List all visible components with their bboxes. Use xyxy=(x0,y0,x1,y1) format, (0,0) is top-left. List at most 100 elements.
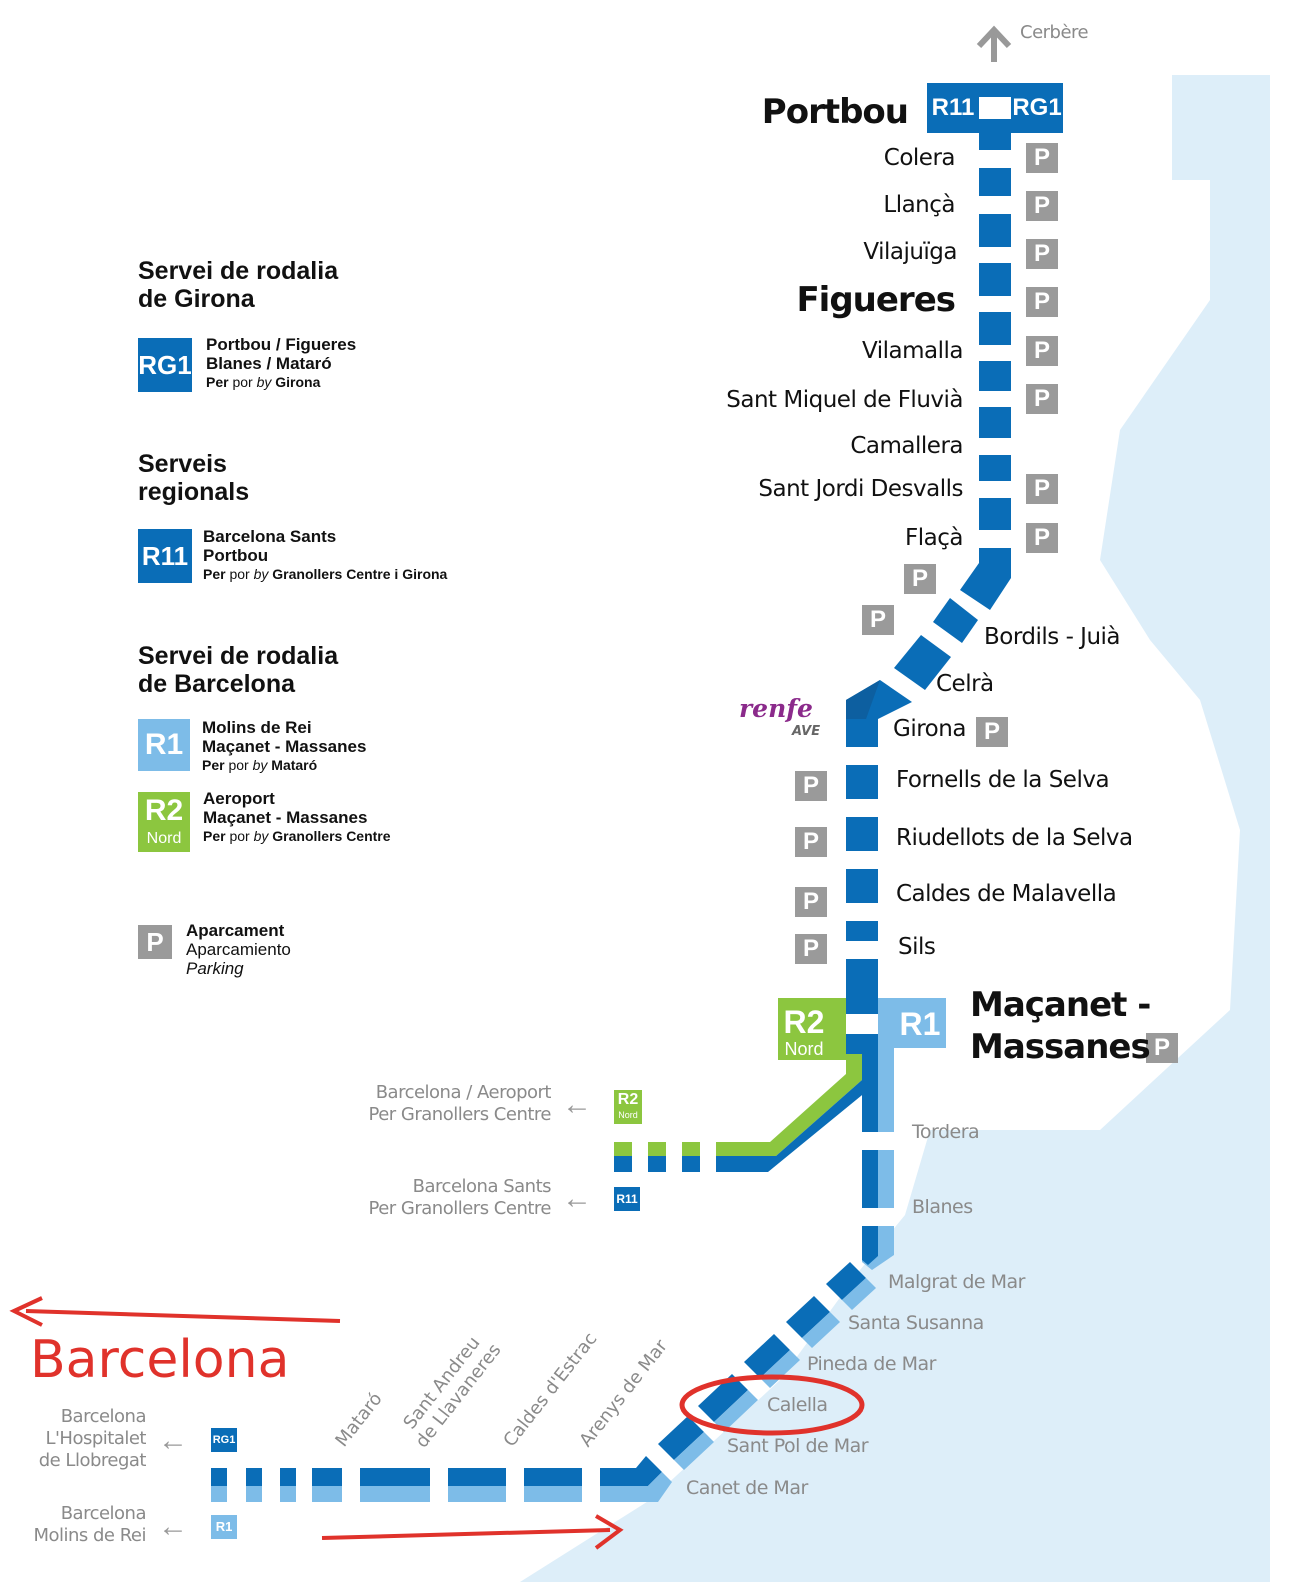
parking-icon: P xyxy=(1026,474,1058,504)
legend-r1-text: Molins de Rei Maçanet - Massanes Per por… xyxy=(202,718,366,775)
legend-rg1-line1: Portbou / Figueres xyxy=(206,335,357,354)
legend-r2-badge-sub: Nord xyxy=(146,830,182,847)
r11-blue-branch xyxy=(716,1054,878,1172)
portbou-r11-badge: R11 xyxy=(931,94,975,121)
legend-parking-text: Aparcament Aparcamiento Parking xyxy=(186,921,291,978)
legend-r11-via: Per por by Granollers Centre i Girona xyxy=(203,566,448,582)
parking-icon: P xyxy=(1146,1033,1178,1063)
parking-icon: P xyxy=(1026,523,1058,553)
branch-west-dashes xyxy=(614,1142,700,1172)
station-riudellots-de-la-selva[interactable]: Riudellots de la Selva xyxy=(896,825,1133,851)
station-sant-miquel-de-fluvia[interactable]: Sant Miquel de Fluvià xyxy=(726,387,963,413)
branch-aeroport-label: Barcelona / Aeroport Per Granollers Cent… xyxy=(368,1082,552,1125)
annotation-arrow-right xyxy=(321,1514,624,1550)
legend-parking-en: Parking xyxy=(186,959,244,978)
branch-hospitalet-label: Barcelona L'Hospitalet de Llobregat xyxy=(38,1406,147,1471)
station-celra[interactable]: Celrà xyxy=(936,671,994,697)
branch-aeroport-badge-label: R2 xyxy=(617,1091,639,1108)
arrow-left-icon: ← xyxy=(158,1510,188,1543)
station-blanes[interactable]: Blanes xyxy=(912,1196,973,1218)
legend-parking-ca: Aparcament xyxy=(186,921,285,940)
parking-icon: P xyxy=(862,605,894,635)
station-macanet-line1[interactable]: Maçanet - xyxy=(970,985,1151,1025)
sea-area xyxy=(520,75,1270,1582)
junction-r2-badge-sub: Nord xyxy=(784,1039,824,1059)
station-fornells-de-la-selva[interactable]: Fornells de la Selva xyxy=(896,767,1110,793)
station-figueres[interactable]: Figueres xyxy=(796,280,956,320)
parking-icon: P xyxy=(1026,239,1058,269)
junction-r1-badge-bg xyxy=(878,998,946,1048)
station-colera[interactable]: Colera xyxy=(883,145,956,171)
station-vilamalla[interactable]: Vilamalla xyxy=(862,338,963,364)
r2-green-branch xyxy=(716,1054,862,1156)
branch-sants-badge: R11 xyxy=(614,1187,640,1211)
station-sant-pol-de-mar[interactable]: Sant Pol de Mar xyxy=(727,1435,869,1457)
station-santa-susanna[interactable]: Santa Susanna xyxy=(848,1312,984,1334)
diagonal-line-girona xyxy=(846,560,1011,719)
station-calella[interactable]: Calella xyxy=(767,1394,828,1416)
renfe-logo: renfe xyxy=(739,694,813,723)
legend-parking-es: Aparcamiento xyxy=(186,940,291,959)
legend-r1-line2: Maçanet - Massanes xyxy=(202,737,367,756)
legend-r2-line2: Maçanet - Massanes xyxy=(203,808,368,827)
parking-icon: P xyxy=(1026,384,1058,414)
branch-molins-badge: R1 xyxy=(211,1515,237,1539)
station-caldes-de-malavella[interactable]: Caldes de Malavella xyxy=(896,881,1117,907)
legend-r2-via: Per por by Granollers Centre xyxy=(203,828,391,844)
station-llanca[interactable]: Llançà xyxy=(883,192,955,218)
station-portbou[interactable]: Portbou xyxy=(761,92,909,132)
parking-icon: P xyxy=(795,887,827,917)
station-flaca[interactable]: Flaçà xyxy=(905,525,963,551)
station-sant-jordi-desvalls[interactable]: Sant Jordi Desvalls xyxy=(758,476,963,502)
legend-r11-line1: Barcelona Sants xyxy=(203,527,337,546)
legend-r2-line1: Aeroport xyxy=(203,789,275,808)
portbou-r11-badge-bg xyxy=(927,83,979,133)
legend-r1-via: Per por by Mataró xyxy=(202,757,318,773)
legend-r2-badge: R2 Nord xyxy=(138,792,190,852)
station-macanet-line2[interactable]: Massanes xyxy=(970,1027,1151,1067)
parking-icon: P xyxy=(795,827,827,857)
legend-regional-title: Serveis regionals xyxy=(138,450,250,506)
portbou-rg1-badge: RG1 xyxy=(1012,94,1062,121)
calella-highlight-ellipse xyxy=(679,1374,865,1436)
legend-r2-badge-label: R2 xyxy=(144,794,184,827)
legend-barcelona-title: Servei de rodalia de Barcelona xyxy=(138,642,339,698)
junction-r2-badge-bg xyxy=(778,998,846,1060)
branch-aeroport-badge-sub: Nord xyxy=(618,1110,638,1120)
legend-r2-text: Aeroport Maçanet - Massanes Per por by G… xyxy=(203,789,391,846)
legend-parking-icon: P xyxy=(138,925,172,959)
junction-r2-badge: R2 xyxy=(783,1004,825,1040)
parking-icon: P xyxy=(1026,336,1058,366)
branch-molins-label: Barcelona Molins de Rei xyxy=(33,1503,146,1546)
station-bordils-juia[interactable]: Bordils - Juià xyxy=(984,624,1121,650)
station-vilajuiga[interactable]: Vilajuïga xyxy=(863,239,957,265)
parking-icon: P xyxy=(1026,143,1058,173)
station-canet-de-mar[interactable]: Canet de Mar xyxy=(686,1477,808,1499)
legend-r11-badge: R11 xyxy=(138,529,192,583)
parking-icon: P xyxy=(1026,287,1058,317)
station-sils[interactable]: Sils xyxy=(898,934,936,960)
arrow-left-icon: ← xyxy=(158,1424,188,1457)
parking-icon: P xyxy=(795,771,827,801)
branch-sants-label: Barcelona Sants Per Granollers Centre xyxy=(368,1176,552,1219)
station-tordera[interactable]: Tordera xyxy=(912,1121,980,1143)
parking-icon: P xyxy=(1026,191,1058,221)
destination-cerbere: Cerbère xyxy=(1020,22,1089,43)
station-pineda-de-mar[interactable]: Pineda de Mar xyxy=(807,1353,936,1375)
legend-girona-title: Servei de rodalia de Girona xyxy=(138,257,339,313)
station-camallera[interactable]: Camallera xyxy=(850,433,963,459)
station-girona[interactable]: Girona xyxy=(893,716,966,742)
station-malgrat-de-mar[interactable]: Malgrat de Mar xyxy=(888,1271,1025,1293)
legend-rg1-badge: RG1 xyxy=(138,338,192,392)
parking-icon: P xyxy=(904,564,936,594)
arrow-left-icon: ← xyxy=(562,1088,592,1121)
north-line-segments xyxy=(979,133,1011,560)
coast-line-r1 xyxy=(211,1048,894,1502)
annotation-barcelona-label: Barcelona xyxy=(30,1330,290,1390)
legend-rg1-via: Per por by Girona xyxy=(206,374,321,390)
legend-rg1-line2: Blanes / Mataró xyxy=(206,354,332,373)
parking-icon: P xyxy=(976,717,1008,747)
portbou-rg1-badge-bg xyxy=(1011,83,1063,133)
junction-r1-badge: R1 xyxy=(899,1006,941,1042)
